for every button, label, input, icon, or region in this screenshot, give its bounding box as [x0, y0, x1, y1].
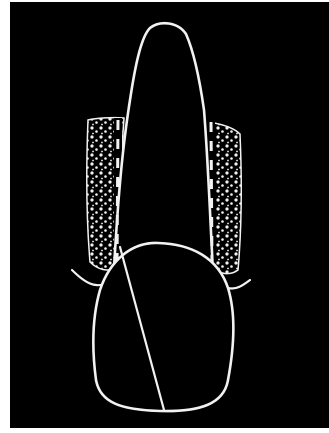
page-margin-top: [0, 0, 329, 2]
page-margin-left: [0, 0, 10, 433]
page-margin-bottom: [0, 428, 329, 433]
tooth-crown-outline: [93, 243, 233, 411]
